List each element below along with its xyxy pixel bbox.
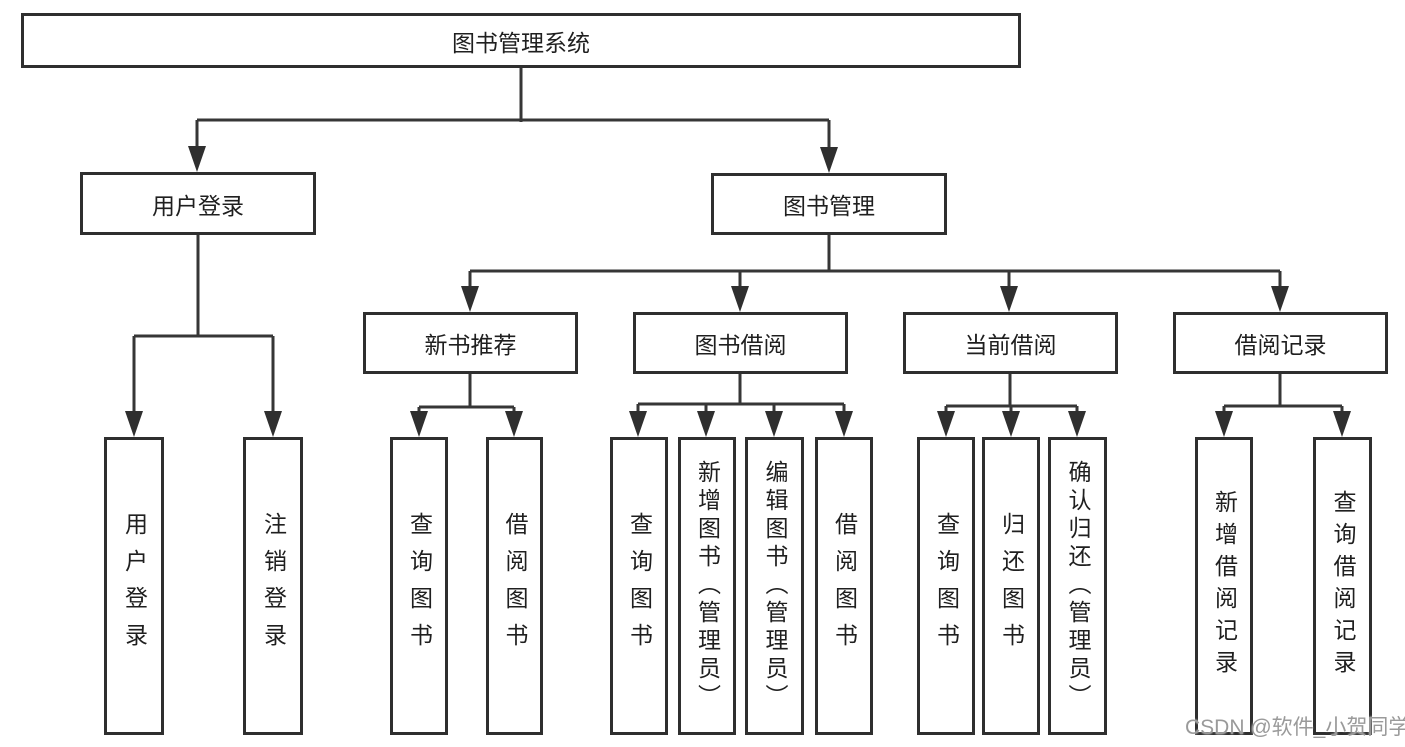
leaf-query-book-2-label: 查询图书 xyxy=(626,512,653,660)
leaf-edit-book-admin-label: 编辑图书（管理员） xyxy=(762,460,788,712)
leaf-edit-book-admin: 编辑图书（管理员） xyxy=(745,437,804,735)
leaf-borrow-book-2-label: 借阅图书 xyxy=(831,512,858,660)
leaf-add-book-admin: 新增图书（管理员） xyxy=(678,437,736,735)
leaf-query-book-1-label: 查询图书 xyxy=(406,512,433,660)
csdn-watermark: CSDN @软件_小贺同学 xyxy=(1185,716,1405,739)
node-user-login: 用户登录 xyxy=(80,172,316,235)
node-current-borrow-label: 当前借阅 xyxy=(964,332,1057,358)
leaf-query-book-3-label: 查询图书 xyxy=(933,512,960,660)
leaf-borrow-book-1-label: 借阅图书 xyxy=(502,512,528,660)
leaf-logout-label: 注销登录 xyxy=(260,512,287,660)
leaf-borrow-book-1: 借阅图书 xyxy=(486,437,543,735)
node-new-book-recommend-label: 新书推荐 xyxy=(424,332,517,358)
node-current-borrow: 当前借阅 xyxy=(903,312,1118,374)
leaf-add-borrow-record: 新增借阅记录 xyxy=(1195,437,1253,735)
node-user-login-label: 用户登录 xyxy=(152,192,244,219)
leaf-add-book-admin-label: 新增图书（管理员） xyxy=(694,460,721,712)
leaf-add-borrow-record-label: 新增借阅记录 xyxy=(1211,490,1238,682)
node-book-borrow-label: 图书借阅 xyxy=(694,332,787,358)
leaf-user-login-label: 用户登录 xyxy=(121,512,148,660)
node-root: 图书管理系统 xyxy=(21,13,1021,68)
leaf-return-book-label: 归还图书 xyxy=(998,512,1025,660)
node-root-label: 图书管理系统 xyxy=(452,29,590,56)
leaf-query-book-3: 查询图书 xyxy=(917,437,975,735)
node-borrow-record: 借阅记录 xyxy=(1173,312,1388,374)
node-new-book-recommend: 新书推荐 xyxy=(363,312,578,374)
leaf-query-book-2: 查询图书 xyxy=(610,437,668,735)
node-book-management: 图书管理 xyxy=(711,173,947,235)
leaf-return-book: 归还图书 xyxy=(982,437,1040,735)
leaf-query-borrow-record-label: 查询借阅记录 xyxy=(1330,490,1356,682)
leaf-confirm-return-admin-label: 确认归还（管理员） xyxy=(1065,460,1091,712)
node-borrow-record-label: 借阅记录 xyxy=(1234,332,1327,358)
leaf-user-login: 用户登录 xyxy=(104,437,164,735)
leaf-confirm-return-admin: 确认归还（管理员） xyxy=(1048,437,1107,735)
leaf-query-book-1: 查询图书 xyxy=(390,437,448,735)
node-book-borrow: 图书借阅 xyxy=(633,312,848,374)
leaf-logout: 注销登录 xyxy=(243,437,303,735)
leaf-query-borrow-record: 查询借阅记录 xyxy=(1313,437,1372,735)
node-book-management-label: 图书管理 xyxy=(783,193,875,219)
leaf-borrow-book-2: 借阅图书 xyxy=(815,437,873,735)
